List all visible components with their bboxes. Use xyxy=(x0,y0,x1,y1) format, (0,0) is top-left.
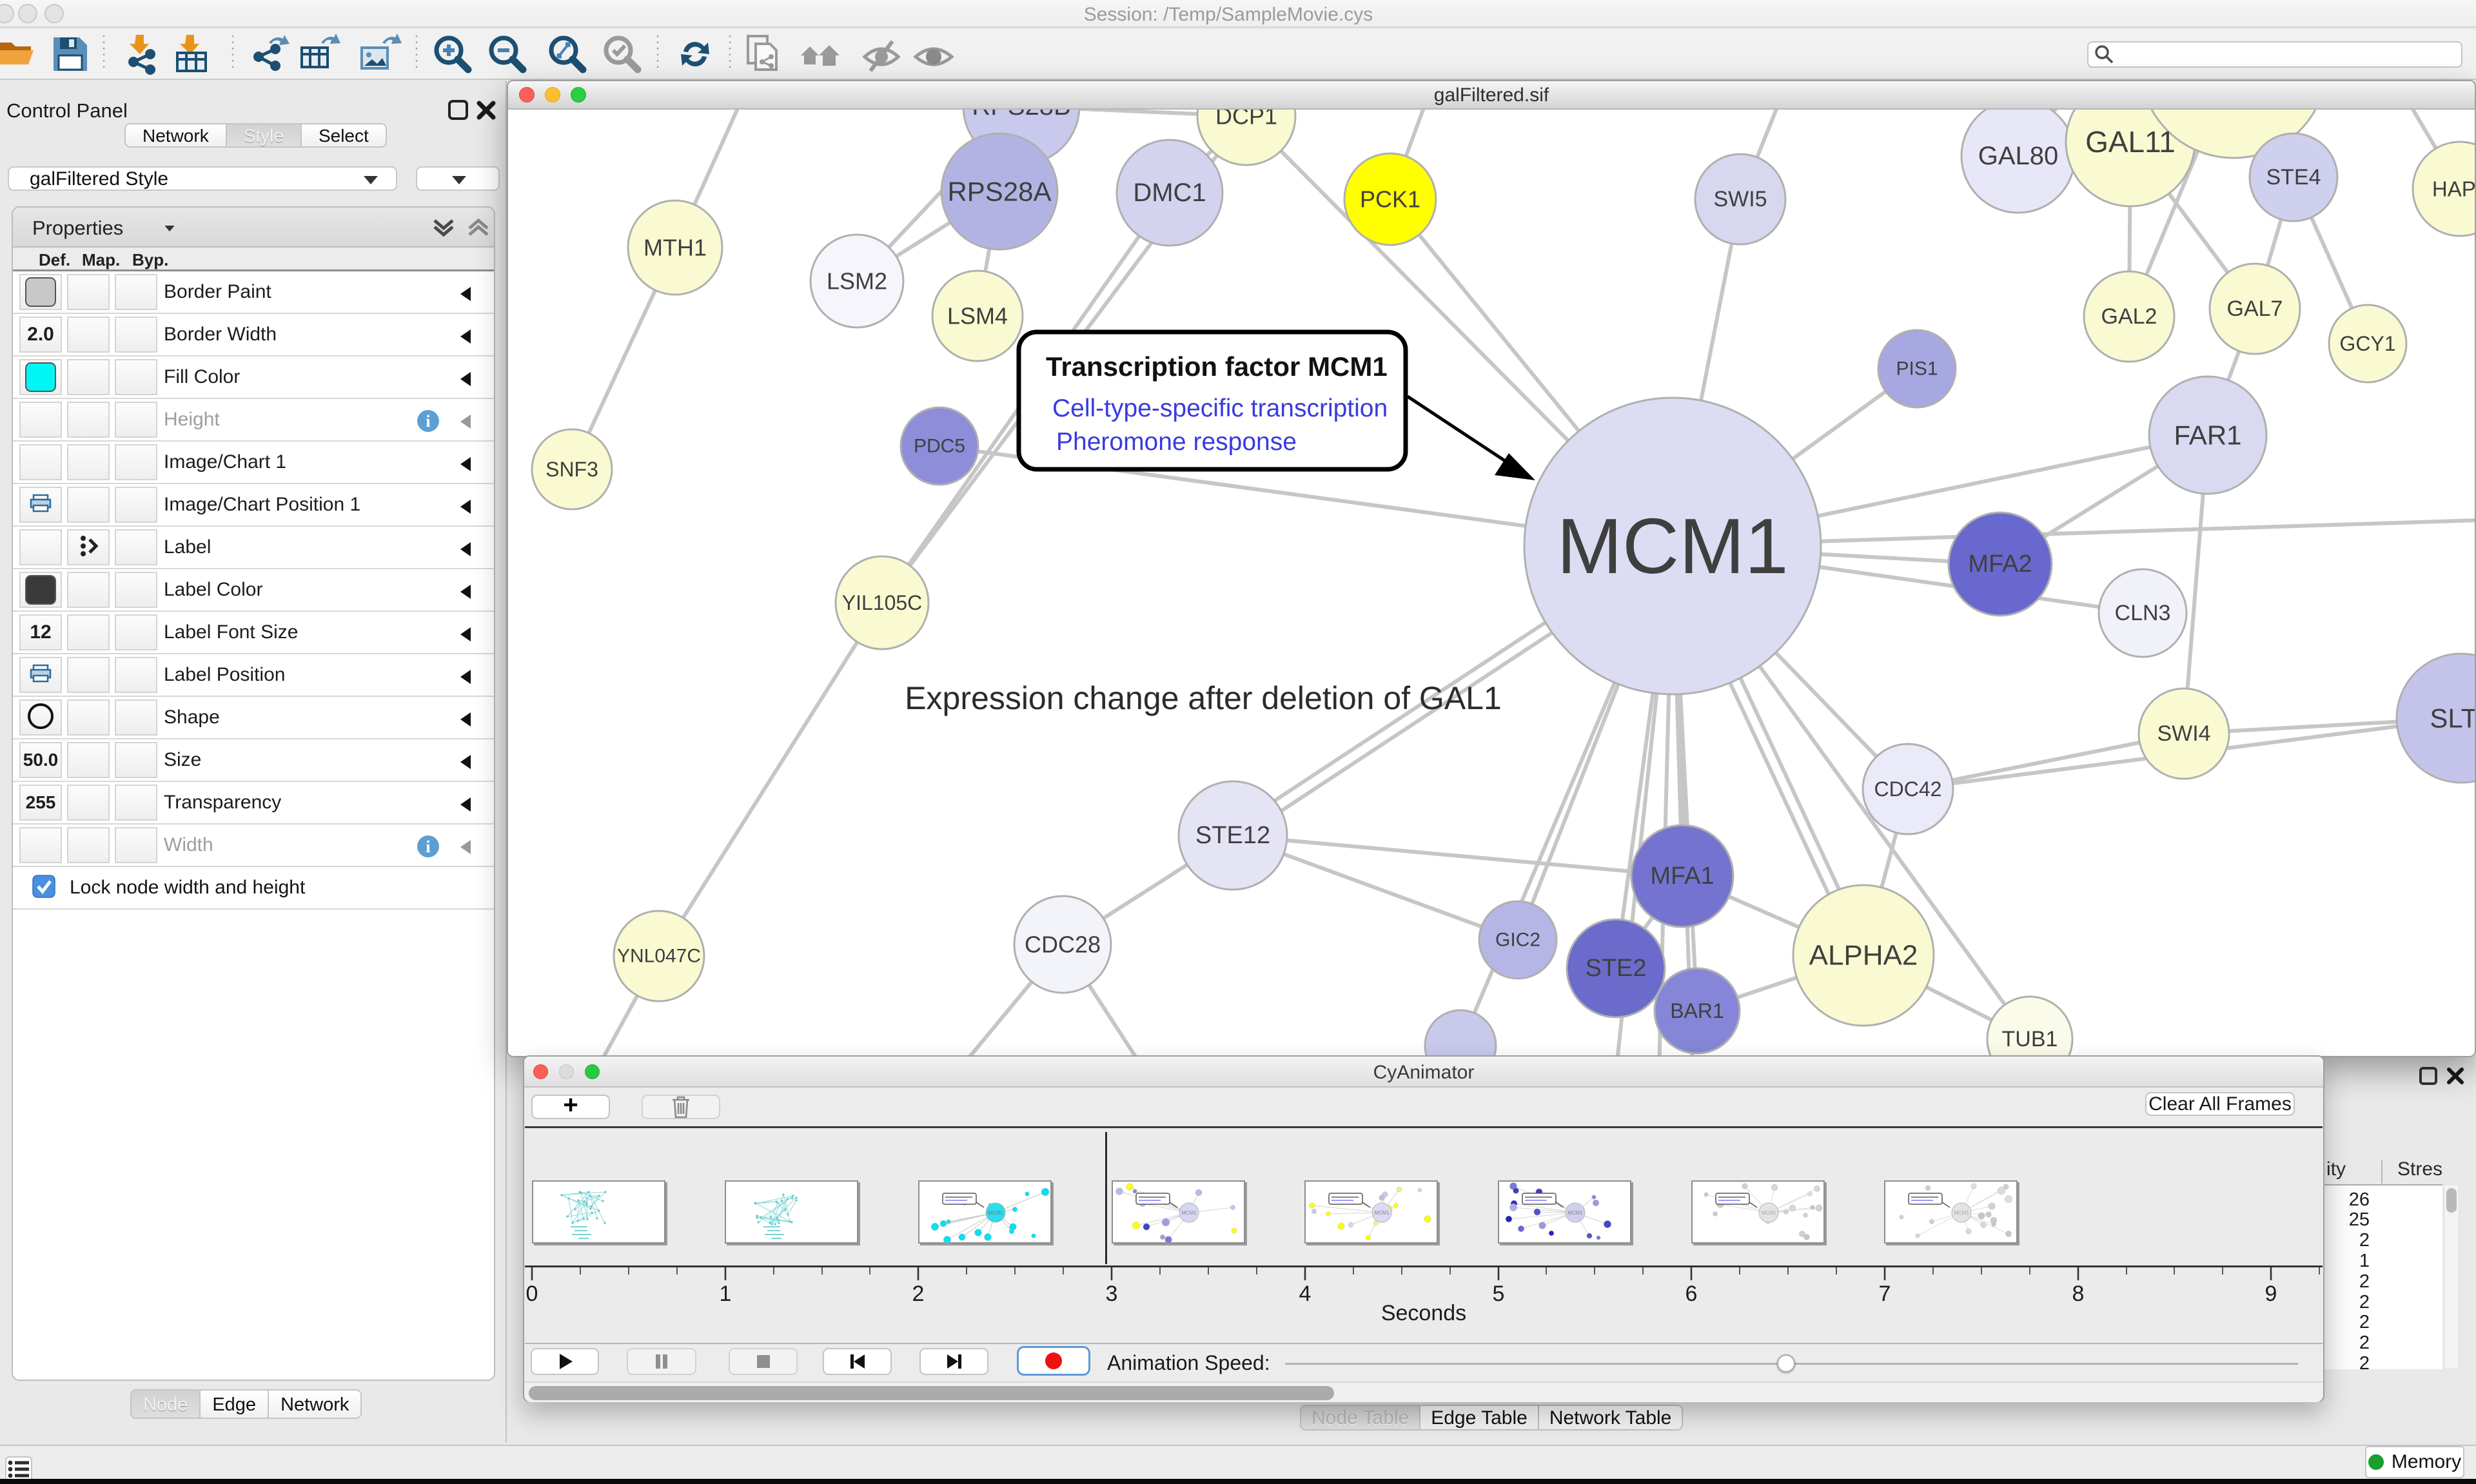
svg-text:i: i xyxy=(426,837,430,856)
svg-text:MCM1: MCM1 xyxy=(1557,502,1788,590)
svg-text:HAP2: HAP2 xyxy=(2432,177,2475,201)
svg-text:Expression change after deleti: Expression change after deletion of GAL1 xyxy=(905,680,1502,716)
svg-text:0: 0 xyxy=(526,1282,538,1306)
svg-text:MTH1: MTH1 xyxy=(644,235,707,261)
svg-text:FAR1: FAR1 xyxy=(2174,420,2241,451)
svg-text:STE2: STE2 xyxy=(1585,955,1646,982)
svg-text:5: 5 xyxy=(1493,1282,1505,1306)
svg-text:6: 6 xyxy=(1685,1282,1698,1306)
svg-text:MFA2: MFA2 xyxy=(1968,551,2032,578)
svg-text:DMC1: DMC1 xyxy=(1133,179,1206,207)
svg-text:SLT2: SLT2 xyxy=(2430,703,2475,734)
svg-text:LSM4: LSM4 xyxy=(947,303,1008,329)
svg-text:CDC42: CDC42 xyxy=(1874,777,1942,801)
svg-text:Transcription factor MCM1: Transcription factor MCM1 xyxy=(1046,351,1388,382)
svg-text:DCP1: DCP1 xyxy=(1215,110,1277,130)
svg-text:GAL2: GAL2 xyxy=(2101,304,2157,329)
svg-text:MCM1: MCM1 xyxy=(1954,1210,1969,1216)
svg-text:SWI5: SWI5 xyxy=(1713,187,1767,211)
svg-text:PCK1: PCK1 xyxy=(1360,186,1420,213)
svg-text:i: i xyxy=(426,412,430,431)
svg-text:MCM1: MCM1 xyxy=(1567,1210,1583,1216)
svg-text:STE12: STE12 xyxy=(1195,822,1270,849)
svg-text:RPS28B: RPS28B xyxy=(972,110,1070,121)
svg-text:MCM1: MCM1 xyxy=(1374,1210,1390,1216)
svg-text:GCY1: GCY1 xyxy=(2339,332,2395,355)
svg-text:CLN3: CLN3 xyxy=(2115,601,2171,625)
svg-text:TUB1: TUB1 xyxy=(2002,1027,2058,1051)
svg-text:9: 9 xyxy=(2265,1282,2277,1306)
svg-text:GIC2: GIC2 xyxy=(1495,930,1540,951)
svg-text:PIS1: PIS1 xyxy=(1896,358,1938,380)
svg-text:GAL11: GAL11 xyxy=(2085,125,2176,159)
svg-text:ALPHA2: ALPHA2 xyxy=(1809,940,1918,971)
svg-text:2: 2 xyxy=(912,1282,925,1306)
svg-text:RPS28A: RPS28A xyxy=(947,177,1051,207)
svg-text:YIL105C: YIL105C xyxy=(842,591,923,614)
svg-text:SWI4: SWI4 xyxy=(2157,721,2210,746)
svg-text:1: 1 xyxy=(720,1282,732,1306)
svg-text:LSM2: LSM2 xyxy=(827,268,887,295)
svg-text:Cell-type-specific transcripti: Cell-type-specific transcription xyxy=(1052,395,1388,422)
svg-text:PDC5: PDC5 xyxy=(914,436,965,457)
svg-text:BAR1: BAR1 xyxy=(1670,999,1724,1022)
svg-text:CDC28: CDC28 xyxy=(1025,932,1101,958)
svg-text:MCM1: MCM1 xyxy=(1761,1210,1776,1216)
svg-text:GAL80: GAL80 xyxy=(1978,142,2059,170)
svg-text:8: 8 xyxy=(2072,1282,2085,1306)
svg-text:YNL047C: YNL047C xyxy=(617,946,701,967)
svg-text:3: 3 xyxy=(1106,1282,1118,1306)
svg-text:4: 4 xyxy=(1299,1282,1312,1306)
svg-text:GAL7: GAL7 xyxy=(2227,297,2283,321)
svg-text:7: 7 xyxy=(1879,1282,1891,1306)
svg-text:Pheromone response: Pheromone response xyxy=(1056,428,1297,456)
svg-text:MFA1: MFA1 xyxy=(1650,863,1714,890)
svg-text:STE4: STE4 xyxy=(2266,165,2321,190)
svg-text:SNF3: SNF3 xyxy=(545,458,598,481)
svg-text:MCM1: MCM1 xyxy=(1181,1210,1197,1216)
svg-text:MCM1: MCM1 xyxy=(988,1210,1003,1216)
